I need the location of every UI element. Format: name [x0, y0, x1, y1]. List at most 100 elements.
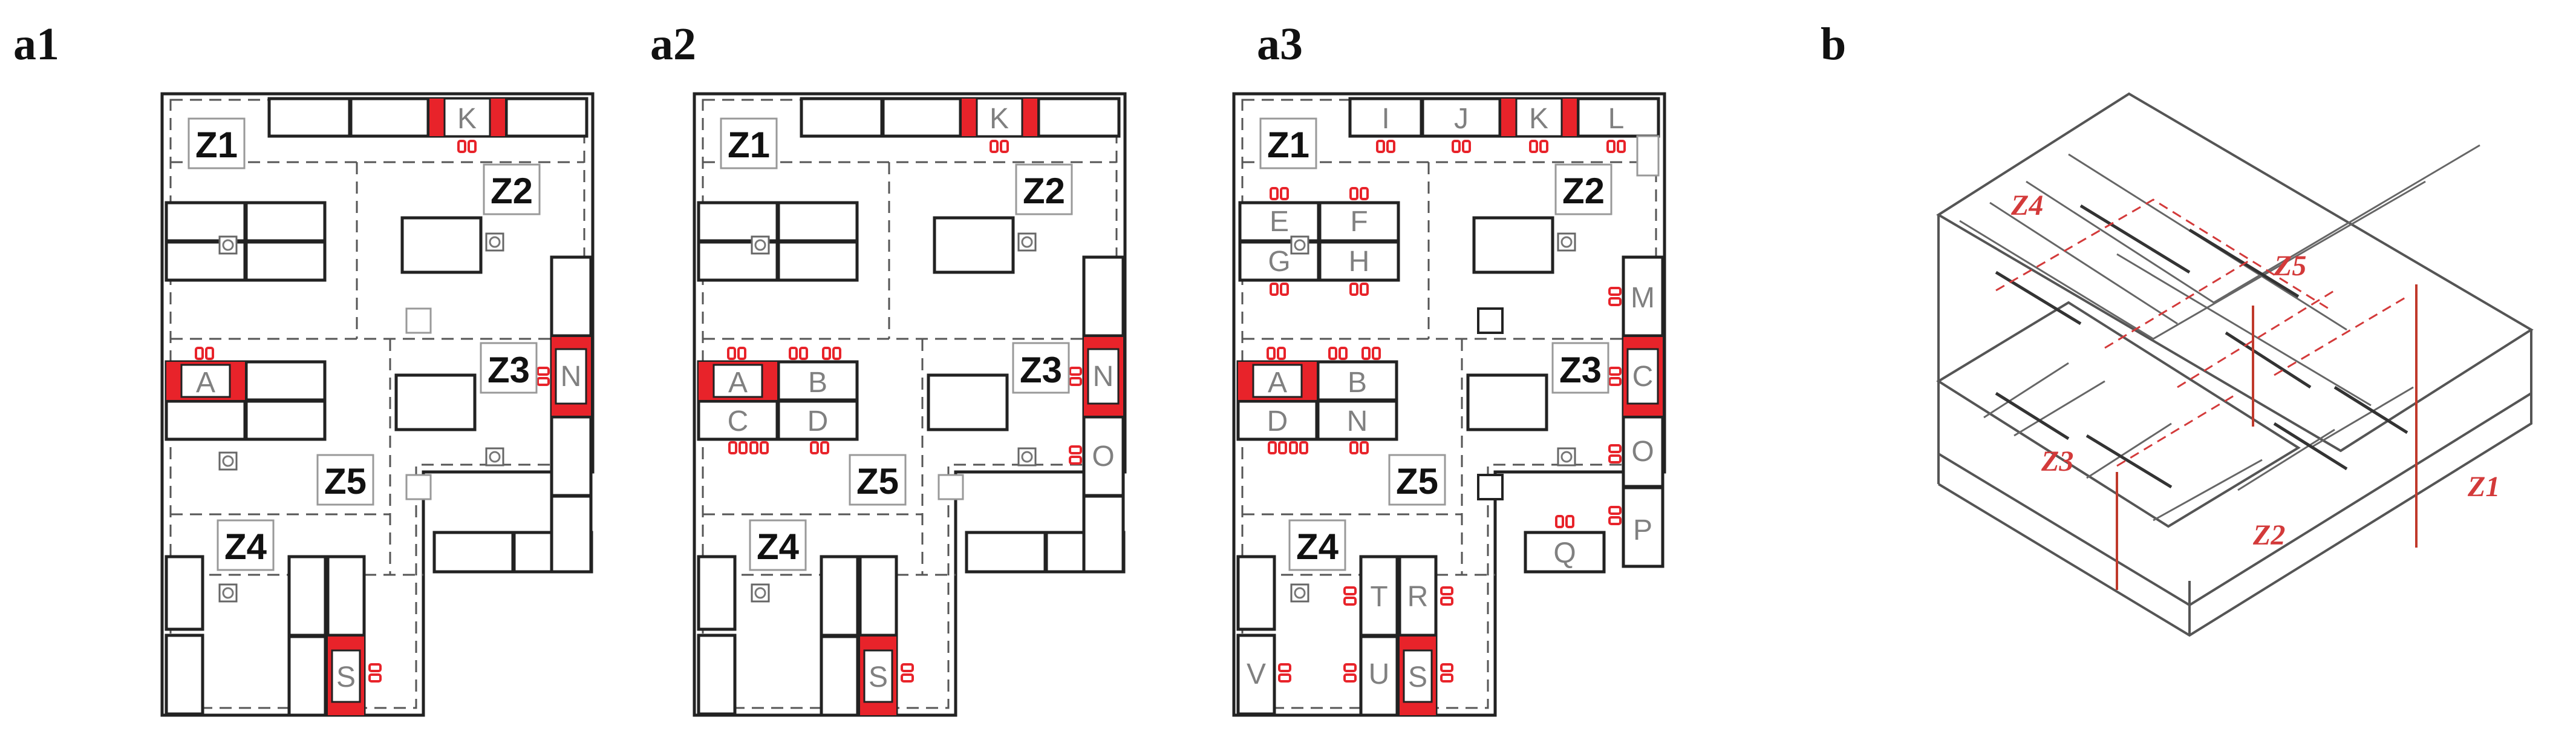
top-desks — [800, 97, 1121, 138]
z2-table — [933, 216, 1015, 274]
chair-icon — [536, 367, 550, 386]
chair-icon — [1349, 441, 1369, 454]
iso-building — [1936, 92, 2534, 637]
desk-label-r: R — [1407, 581, 1429, 613]
desk-label-s: S — [869, 661, 888, 693]
desk-label-m: M — [1631, 282, 1655, 314]
panel-a3: a3 I J K L E F G H — [1232, 19, 1666, 717]
desk-k — [976, 97, 1023, 137]
iso-zone-verticals — [2116, 284, 2418, 590]
svg-text:Z3: Z3 — [1020, 350, 1062, 390]
chair-icon — [728, 441, 748, 454]
chair-icon — [1349, 187, 1369, 200]
empty-box — [937, 474, 964, 500]
chair-icon — [1608, 287, 1622, 306]
z3-table — [927, 373, 1009, 431]
svg-text:Z5: Z5 — [1396, 461, 1438, 502]
chair-icon — [749, 441, 769, 454]
desk-label-a: A — [196, 367, 215, 399]
chair-icon — [1606, 140, 1626, 153]
desk-label-e: E — [1270, 206, 1289, 238]
desk-label-p: P — [1633, 514, 1652, 546]
desk-label-t: T — [1370, 581, 1387, 613]
zone-labels: Z1 Z2 Z3 Z4 Z5 — [720, 117, 1073, 571]
desk-label-g: G — [1268, 246, 1290, 278]
chair-icon — [1440, 663, 1453, 683]
svg-text:Z4: Z4 — [1296, 526, 1339, 567]
sensor-icon — [485, 447, 504, 467]
svg-text:Z2: Z2 — [1562, 171, 1605, 211]
desk-label-a: A — [728, 367, 748, 399]
lower-right-desks — [432, 494, 593, 574]
iso-zone-labels: Z4 Z5 Z3 Z2 Z1 — [2010, 189, 2500, 551]
top-desks — [267, 97, 589, 138]
panel-a1: a1 K N — [13, 19, 595, 717]
desk-label-j: J — [1454, 103, 1469, 135]
svg-text:Z4: Z4 — [757, 526, 800, 567]
svg-text:Z3: Z3 — [487, 350, 530, 390]
chair-icon — [822, 347, 841, 360]
floor-outline — [1232, 92, 1666, 717]
chair-icon — [810, 441, 829, 454]
floor-outline — [160, 92, 595, 717]
svg-text:Z2: Z2 — [2252, 519, 2285, 551]
desk-a — [1252, 364, 1303, 398]
panel-label-a2: a2 — [650, 19, 696, 70]
desk-a — [712, 364, 763, 398]
svg-text:Z1: Z1 — [2467, 471, 2500, 503]
z1-desk-block — [165, 201, 327, 282]
chair-icon — [195, 347, 214, 360]
iso-desks — [1995, 204, 2408, 489]
chair-icon — [1608, 367, 1622, 386]
panel-label-a3: a3 — [1257, 19, 1303, 70]
chair-icon — [1069, 445, 1082, 465]
z3-table — [1466, 373, 1548, 431]
z2-table — [400, 216, 483, 274]
sensor-icon — [1557, 232, 1576, 252]
z2-table — [1472, 216, 1554, 274]
desk-label-c: D — [1267, 405, 1288, 437]
sensor-icon — [1017, 232, 1037, 252]
desk-label-f: F — [1350, 206, 1368, 238]
desk-s — [1403, 649, 1433, 703]
desk-a — [180, 364, 231, 398]
desk-label-d: D — [807, 405, 829, 437]
z4-desks — [1236, 555, 1438, 717]
desk-label-n: N — [1093, 361, 1114, 393]
floor-outline — [693, 92, 1127, 717]
desk-n — [555, 348, 587, 405]
desk-label-q: Q — [1553, 537, 1576, 569]
empty-box — [405, 307, 432, 334]
svg-text:Z1: Z1 — [1267, 125, 1309, 165]
chair-icon — [1270, 187, 1289, 200]
chair-icon — [789, 347, 808, 360]
panel-label-a1: a1 — [13, 19, 59, 70]
sensor-icon — [218, 235, 238, 255]
zone-labels: Z1 Z2 Z3 Z4 Z5 — [187, 117, 541, 571]
desk-label-c: C — [728, 405, 749, 437]
svg-text:Z2: Z2 — [1023, 171, 1065, 211]
chair-icon — [901, 663, 914, 683]
chair-icon — [1555, 515, 1574, 528]
chair-icon — [1529, 140, 1548, 153]
sensor-icon — [485, 232, 504, 252]
desk-label-v: V — [1247, 658, 1266, 690]
desk-n — [1626, 348, 1659, 405]
desk-n — [1087, 348, 1120, 405]
sensor-icon — [1017, 447, 1037, 467]
z3-table — [394, 373, 477, 431]
svg-text:Z5: Z5 — [324, 461, 367, 502]
z1-desk-block — [697, 201, 859, 282]
empty-box — [1477, 474, 1504, 500]
sensor-icon — [1557, 447, 1576, 467]
desk-label-b: B — [1348, 367, 1367, 399]
chair-icon — [1328, 347, 1348, 360]
sensor-icon — [1290, 583, 1309, 603]
sensor-icon — [1290, 235, 1309, 255]
chair-icon — [368, 663, 382, 683]
chair-icon — [1608, 444, 1622, 463]
chair-icon — [1289, 441, 1308, 454]
desk-q-box — [1524, 531, 1606, 574]
lower-right-desks — [965, 494, 1126, 574]
svg-text:Z2: Z2 — [491, 171, 533, 211]
